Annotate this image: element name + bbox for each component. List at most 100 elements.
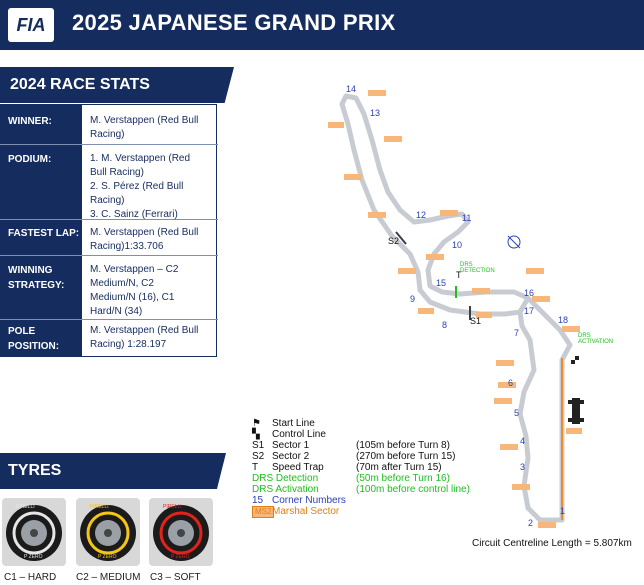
- turn-number: 16: [524, 288, 535, 298]
- legend-desc: (105m before Turn 8): [356, 440, 450, 451]
- stats-value-line: Hard/N (34): [90, 306, 143, 317]
- fia-logo: FIA: [8, 8, 54, 42]
- legend-text: Marshal Sector: [272, 506, 340, 517]
- stats-value-line: M. Verstappen – C2: [90, 264, 179, 275]
- tyre-band: [86, 511, 130, 555]
- tyre-brand-text: PIRELLI: [90, 504, 109, 510]
- fia-logo-text: FIA: [16, 14, 46, 35]
- race-stats-title: 2024 RACE STATS: [10, 76, 150, 93]
- stats-label-line: STRATEGY:: [8, 280, 65, 291]
- stats-value-line: 1. M. Verstappen (Red: [90, 153, 191, 164]
- chequered-flag-icon: ▚: [252, 429, 260, 440]
- turn-number: 13: [370, 108, 381, 118]
- legend-text: Sector 1: [272, 440, 310, 451]
- stats-label-pole-position: POLE POSITION:: [8, 324, 80, 354]
- turn-number: 15: [436, 278, 447, 288]
- legend-desc: (70m after Turn 15): [356, 462, 442, 473]
- turn-number: 12: [416, 210, 427, 220]
- row-separator: [0, 319, 218, 320]
- track-sector-1-label: S1: [470, 316, 482, 326]
- tyre-icon: [80, 505, 136, 561]
- track-drs-detection-label: DRS DETECTION: [460, 262, 495, 274]
- turn-number: 10: [452, 240, 463, 250]
- tyre-sidewall-text: P ZERO: [24, 554, 43, 560]
- legend-key: S1: [252, 440, 265, 451]
- turn-number: 8: [442, 320, 448, 330]
- stats-value-line: M. Verstappen (Red Bull: [90, 227, 199, 238]
- turn-number: 17: [524, 306, 535, 316]
- legend-key: MS2: [252, 506, 275, 518]
- flag-icon: ⚑: [252, 418, 261, 429]
- stats-label-podium: PODIUM:: [8, 152, 80, 167]
- tyre-c1-label: C1 – HARD: [4, 572, 57, 583]
- legend-control-line: ▚ Control Line: [252, 429, 326, 441]
- tyre-c3-image: PIRELLI P ZERO: [149, 498, 213, 566]
- tyre-c3-label: C3 – SOFT: [150, 572, 201, 583]
- stats-value-fastest-lap: M. Verstappen (Red Bull Racing)1:33.706: [90, 226, 214, 254]
- stats-value-line: Racing): [90, 195, 125, 206]
- tyre-brand-text: PIRELLI: [16, 504, 35, 510]
- stats-label-line: WINNING: [8, 265, 53, 276]
- track-speed-trap-label: T: [456, 270, 462, 280]
- turn-number: 5: [514, 408, 520, 418]
- legend-desc: (270m before Turn 15): [356, 451, 456, 462]
- stats-value-line: M. Verstappen (Red Bull: [90, 325, 199, 336]
- stats-value-column: [82, 104, 217, 357]
- row-separator: [0, 219, 218, 220]
- stats-label-line: FASTEST LAP:: [8, 228, 80, 239]
- page-title: 2025 JAPANESE GRAND PRIX: [72, 10, 396, 35]
- turn-number: 6: [508, 378, 514, 388]
- stats-value-line: M. Verstappen (Red Bull: [90, 115, 199, 126]
- legend-desc: (50m before Turn 16): [356, 473, 450, 484]
- race-stats-table: WINNER: M. Verstappen (Red Bull Racing) …: [0, 104, 218, 357]
- tyre-icon: [6, 505, 62, 561]
- tyre-c2-label: C2 – MEDIUM: [76, 572, 141, 583]
- tyre-sidewall-text: P ZERO: [171, 554, 190, 560]
- tyres-banner: TYRES: [0, 453, 226, 489]
- pit-car-icon: [568, 398, 584, 424]
- stats-label-line: WINNER:: [8, 116, 52, 127]
- stats-label-winning-strategy: WINNING STRATEGY:: [8, 263, 80, 293]
- legend-text: Control Line: [272, 429, 326, 440]
- stats-value-line: Medium/N, C2: [90, 278, 154, 289]
- turn-number: 14: [346, 84, 357, 94]
- tyre-sidewall-text: P ZERO: [98, 554, 117, 560]
- sector-2-line: [395, 231, 407, 245]
- legend-marshal-sector: MS2Marshal Sector: [252, 506, 339, 518]
- legend-desc: (100m before control line): [356, 484, 470, 495]
- row-separator: [0, 255, 218, 256]
- turn-number: 4: [520, 436, 526, 446]
- marshal-sector-tags: [328, 90, 582, 528]
- stats-value-line: 2. S. Pérez (Red Bull: [90, 181, 184, 192]
- legend-text: Speed Trap: [272, 462, 324, 473]
- race-stats-banner: 2024 RACE STATS: [0, 67, 234, 103]
- stats-value-line: 3. C. Sainz (Ferrari): [90, 209, 178, 220]
- tyre-icon: [153, 505, 209, 561]
- stats-label-line: POLE: [8, 326, 36, 337]
- turn-number: 2: [528, 518, 534, 528]
- tyre-brand-text: PIRELLI: [163, 504, 182, 510]
- tyre-band: [159, 511, 203, 555]
- tyres-title: TYRES: [8, 462, 62, 479]
- compass-icon: [507, 235, 521, 249]
- stats-label-fastest-lap: FASTEST LAP:: [8, 226, 80, 241]
- track-sector-2-label: S2: [388, 236, 400, 246]
- stats-value-winner: M. Verstappen (Red Bull Racing): [90, 114, 214, 142]
- stats-label-line: POSITION:: [8, 341, 60, 352]
- legend-key: S2: [252, 451, 265, 462]
- stats-value-line: Racing)1:33.706: [90, 241, 164, 252]
- turn-number: 3: [520, 462, 526, 472]
- stats-value-line: Bull Racing): [90, 167, 144, 178]
- turn-number: 7: [514, 328, 520, 338]
- stats-value-podium: 1. M. Verstappen (Red Bull Racing) 2. S.…: [90, 152, 214, 222]
- stats-value-pole-position: M. Verstappen (Red Bull Racing) 1:28.197: [90, 324, 214, 352]
- stats-value-line: Racing) 1:28.197: [90, 339, 167, 350]
- turn-number: 1: [560, 506, 566, 516]
- legend-sector-2: S2 Sector 2 (270m before Turn 15): [252, 451, 456, 463]
- stats-value-line: Medium/N (16), C1: [90, 292, 175, 303]
- legend-key: T: [252, 462, 259, 473]
- row-separator: [0, 144, 218, 145]
- legend-text: Sector 2: [272, 451, 310, 462]
- tyre-c2-image: PIRELLI P ZERO: [76, 498, 140, 566]
